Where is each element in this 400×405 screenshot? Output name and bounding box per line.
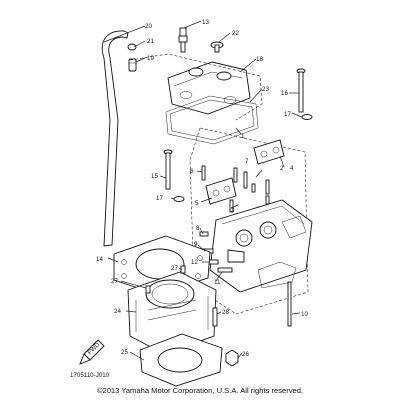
callout-1: 1 bbox=[241, 133, 245, 140]
callout-15: 15 bbox=[151, 173, 158, 180]
callout-labels: 1 2 3 4 5 6 7 8 9 10 11 12 13 14 15 16 1… bbox=[96, 19, 308, 358]
callout-16: 16 bbox=[281, 90, 288, 97]
copyright-notice: ©2013 Yamaha Motor Corporation, U.S.A. A… bbox=[96, 386, 304, 395]
assembly-outline-head bbox=[189, 127, 309, 315]
callout-27b: 27 bbox=[171, 265, 178, 272]
breather-fitting bbox=[128, 58, 137, 72]
stud-washer bbox=[173, 196, 185, 202]
callout-24: 24 bbox=[114, 308, 121, 315]
callout-4: 4 bbox=[290, 165, 294, 172]
front-direction-arrow: FWD bbox=[79, 339, 105, 365]
head-cover-gasket bbox=[165, 95, 259, 145]
callout-26: 26 bbox=[242, 351, 249, 358]
cylinder-nut bbox=[225, 349, 239, 367]
callout-6: 6 bbox=[190, 168, 194, 175]
callout-20: 20 bbox=[145, 23, 152, 30]
callout-22: 22 bbox=[232, 30, 239, 37]
head-washer bbox=[301, 114, 313, 120]
head-bolt bbox=[296, 68, 306, 113]
callout-9: 9 bbox=[194, 241, 198, 248]
callout-12: 12 bbox=[191, 259, 198, 266]
camshaft-cap-rear bbox=[253, 139, 285, 165]
assembly-outline bbox=[129, 53, 263, 121]
callout-13: 13 bbox=[202, 19, 209, 26]
breather-hose bbox=[101, 30, 129, 247]
spark-plug bbox=[178, 27, 188, 53]
small-bolt-8 bbox=[199, 231, 209, 237]
hose-clamp bbox=[127, 43, 137, 51]
camshaft-cap-front bbox=[205, 177, 237, 205]
cylinder-head-cover bbox=[167, 61, 251, 115]
cap-bolt bbox=[210, 41, 224, 53]
callout-27a: 27 bbox=[111, 278, 118, 285]
callout-28: 28 bbox=[222, 309, 229, 316]
callout-7: 7 bbox=[245, 158, 249, 165]
cylinder-head bbox=[209, 199, 313, 293]
callout-17b: 17 bbox=[156, 195, 163, 202]
callout-21: 21 bbox=[147, 38, 154, 45]
dowel-pin-27a bbox=[145, 285, 151, 294]
callout-11: 11 bbox=[214, 279, 221, 286]
callout-25: 25 bbox=[121, 349, 128, 356]
callout-17a: 17 bbox=[284, 111, 291, 118]
cylinder-base-gasket bbox=[139, 333, 223, 387]
bolt-11 bbox=[217, 267, 233, 273]
callout-18: 18 bbox=[256, 56, 263, 63]
callout-10: 10 bbox=[301, 311, 308, 318]
cam-cap-bolt bbox=[201, 165, 270, 213]
callout-19: 19 bbox=[147, 55, 154, 62]
stud-bolt bbox=[163, 149, 173, 190]
callout-23: 23 bbox=[262, 86, 269, 93]
diagram-code: 1705110-J010 bbox=[70, 372, 110, 379]
callout-14: 14 bbox=[96, 256, 103, 263]
long-stud bbox=[287, 281, 292, 327]
cylinder-bolt bbox=[212, 307, 218, 327]
leader-lines bbox=[103, 20, 303, 361]
callout-8: 8 bbox=[196, 225, 200, 232]
callout-5: 5 bbox=[195, 200, 199, 207]
callout-3: 3 bbox=[231, 207, 235, 214]
callout-2: 2 bbox=[280, 165, 284, 172]
